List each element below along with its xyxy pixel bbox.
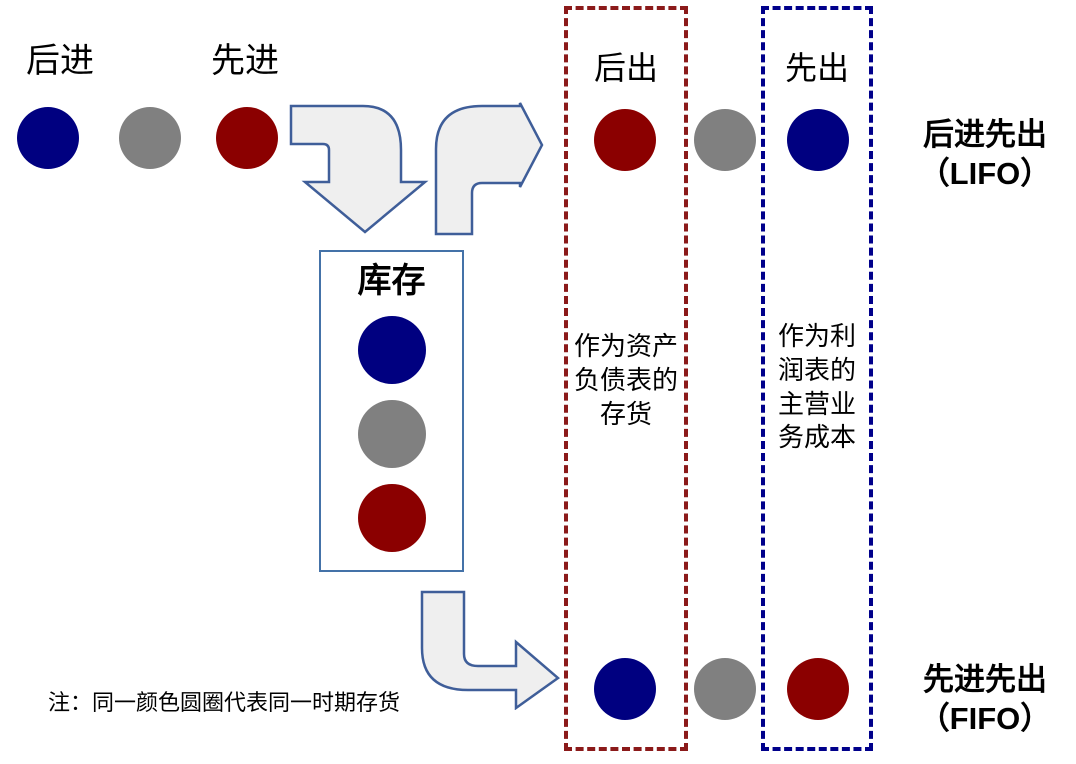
- label-first-in: 先进: [211, 42, 279, 80]
- lifo-caption-line-1: 后进先出: [923, 117, 1047, 152]
- lifo-caption: 后进先出 （LIFO）: [905, 116, 1065, 194]
- income-body-line-2: 润表的: [777, 354, 856, 385]
- input-circle-gray: [119, 107, 181, 169]
- right-then-down-arrow: [289, 104, 429, 234]
- balance-body-line-2: 负债表的: [573, 364, 678, 395]
- fifo-circle-blue: [594, 658, 656, 720]
- input-circle-red: [216, 107, 278, 169]
- lifo-caption-line-2: （LIFO）: [918, 155, 1052, 191]
- fifo-caption-line-1: 先进先出: [923, 662, 1047, 697]
- fifo-caption-line-2: （FIFO）: [918, 700, 1052, 736]
- lifo-circle-red: [594, 109, 656, 171]
- balance-body-line-1: 作为资产: [573, 331, 678, 361]
- income-column-body: 作为利 润表的 主营业 务成本: [769, 320, 865, 455]
- income-statement-column: 先出 作为利 润表的 主营业 务成本: [761, 6, 873, 751]
- lifo-circle-gray: [694, 109, 756, 171]
- balance-sheet-column: 后出 作为资产 负债表的 存货: [564, 6, 688, 751]
- balance-column-body: 作为资产 负债表的 存货: [572, 330, 680, 431]
- inventory-box: 库存: [319, 250, 464, 572]
- input-circle-blue: [17, 107, 79, 169]
- footnote: 注：同一颜色圆圈代表同一时期存货: [48, 690, 401, 715]
- down-then-right-arrow: [420, 590, 560, 710]
- lifo-circle-blue: [787, 109, 849, 171]
- balance-column-heading: 后出: [593, 50, 658, 86]
- income-body-line-1: 作为利: [777, 321, 856, 351]
- inventory-circle-gray: [357, 400, 426, 468]
- income-body-line-3: 主营业: [777, 388, 856, 419]
- label-last-in: 后进: [26, 42, 94, 80]
- up-then-right-arrow: [434, 101, 544, 236]
- income-column-heading: 先出: [784, 50, 849, 86]
- fifo-caption: 先进先出 （FIFO）: [905, 661, 1065, 739]
- inventory-circle-blue: [357, 316, 426, 384]
- income-body-line-4: 务成本: [777, 422, 856, 453]
- fifo-circle-gray: [694, 658, 756, 720]
- fifo-circle-red: [787, 658, 849, 720]
- inventory-title: 库存: [357, 262, 426, 300]
- balance-body-line-3: 存货: [599, 398, 652, 429]
- inventory-circle-red: [357, 484, 426, 552]
